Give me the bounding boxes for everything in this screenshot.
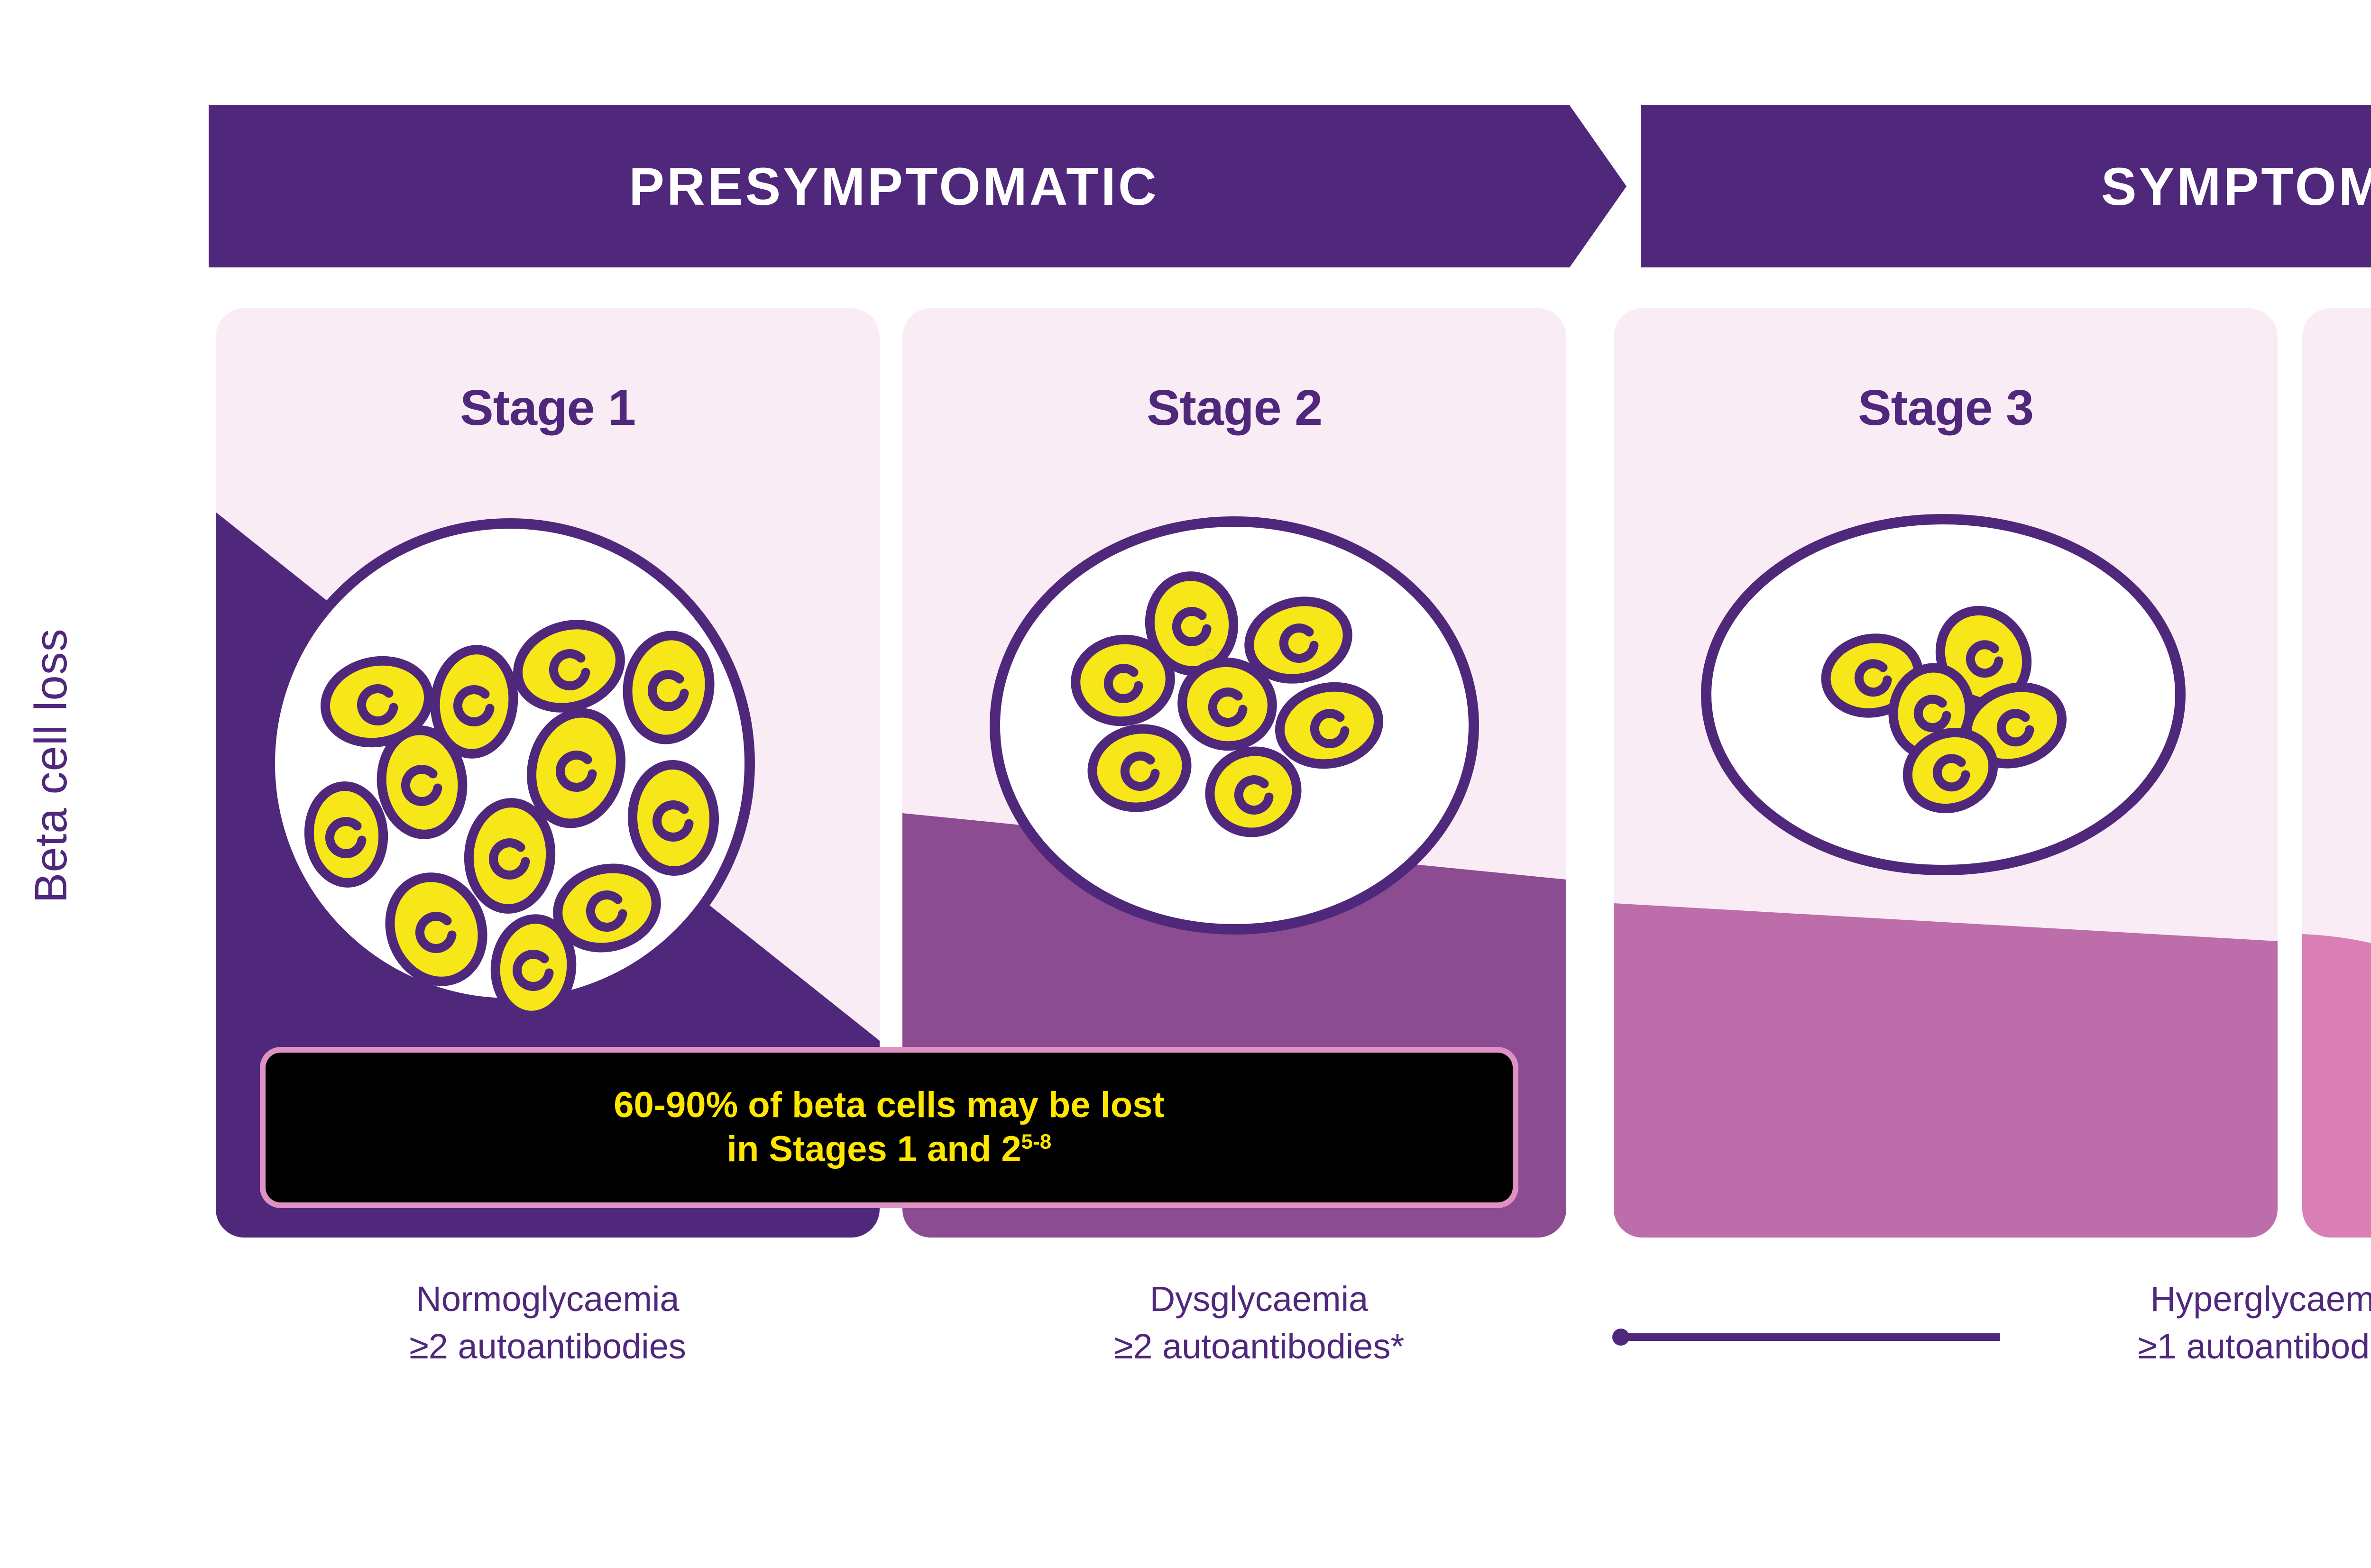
banner-segment-symptomatic: SYMPTOMATIC [1641, 105, 2371, 267]
caption-stage-1-line-2: ≥2 autoantibodies [409, 1326, 686, 1366]
callout-line-2: in Stages 1 and 25-8 [727, 1128, 1051, 1172]
caption-stage-1: Normoglycaemia ≥2 autoantibodies [216, 1275, 880, 1370]
stage-title-1: Stage 1 [459, 380, 636, 436]
caption-stage-3-4-line-1: Hyperglycaemia [2150, 1279, 2371, 1319]
caption-stage-1-line-1: Normoglycaemia [416, 1279, 680, 1319]
stage-title-3: Stage 3 [1857, 380, 2034, 436]
hyperglycaemia-span-bracket [1612, 1329, 2000, 1346]
callout-reference: 5-8 [1021, 1130, 1052, 1154]
banner-segment-presymptomatic: PRESYMPTOMATIC [209, 105, 1627, 267]
caption-stage-3-4-line-2: ≥1 autoantibodies [2138, 1326, 2371, 1366]
stage-card-3[interactable]: Stage 3 [1614, 308, 2278, 1238]
caption-stage-2-line-1: Dysglycaemia [1149, 1279, 1369, 1319]
phase-banner: PRESYMPTOMATIC SYMPTOMATIC [209, 105, 2371, 267]
islet-illustration-2 [990, 516, 1479, 935]
banner-label-presymptomatic: PRESYMPTOMATIC [629, 156, 1159, 216]
banner-label-symptomatic: SYMPTOMATIC [2101, 156, 2371, 216]
callout-line-1: 60-90% of beta cells may be lost [614, 1085, 1165, 1126]
beta-cell-loss-wedge-3 [1614, 903, 2278, 1238]
beta-cell-loss-wedge-4 [2302, 934, 2371, 1238]
stage-card-4[interactable]: Stage 4 [2302, 308, 2371, 1238]
y-axis-label: Beta cell loss [26, 628, 76, 903]
callout-line-2-text: in Stages 1 and 2 [726, 1129, 1021, 1169]
caption-stage-2: Dysglycaemia ≥2 autoantibodies* [927, 1275, 1591, 1370]
stage-title-4: Stage 4 [2302, 379, 2371, 437]
caption-stage-3-4: Hyperglycaemia ≥1 autoantibodies [1612, 1275, 2371, 1370]
islet-illustration-3 [1701, 514, 2186, 875]
islet-illustration-1 [265, 518, 755, 1015]
beta-cell-loss-callout: 60-90% of beta cells may be lost in Stag… [260, 1047, 1518, 1208]
stage-title-2: Stage 2 [1146, 380, 1323, 436]
caption-stage-2-line-2: ≥2 autoantibodies* [1113, 1326, 1405, 1366]
